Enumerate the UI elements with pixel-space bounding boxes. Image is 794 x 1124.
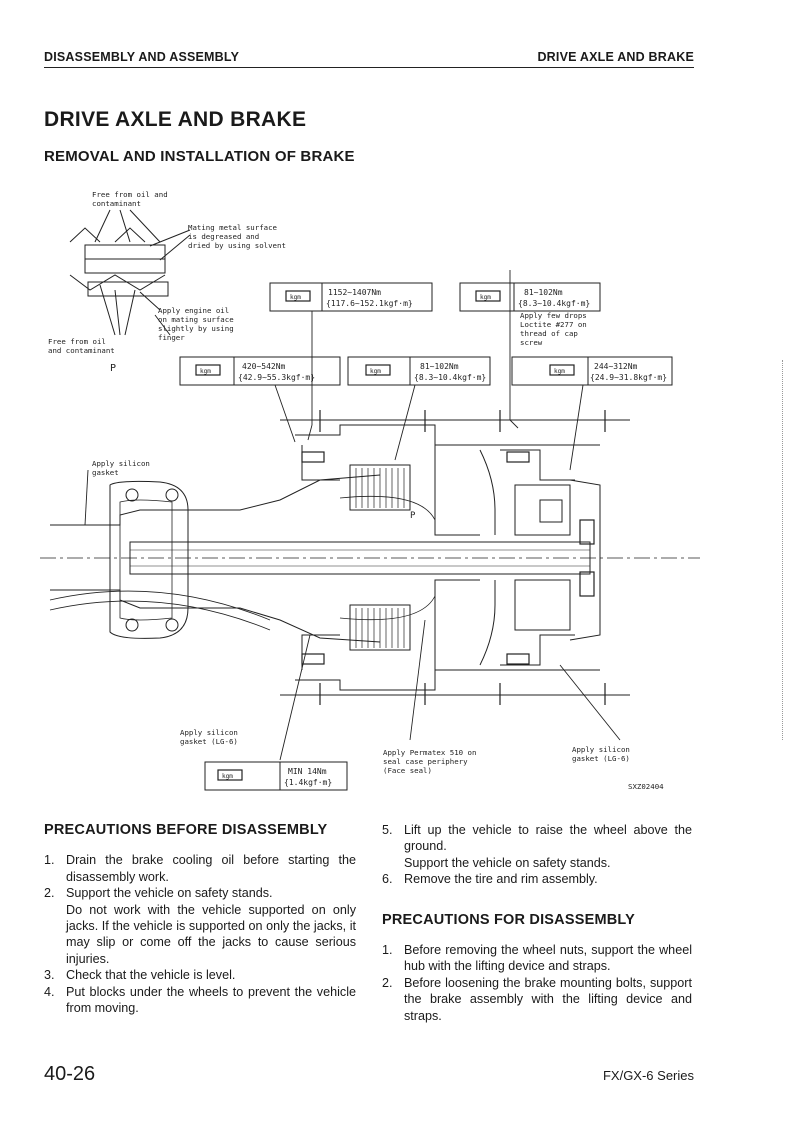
heading-for-disassembly: PRECAUTIONS FOR DISASSEMBLY <box>382 911 636 928</box>
series-name: FX/GX-6 Series <box>602 1068 694 1083</box>
item-text: Remove the tire and rim assembly. <box>404 872 598 887</box>
label-p-mid: P <box>410 511 416 521</box>
list-item: 3. Check that the vehicle is level. <box>44 967 356 983</box>
heading-before-disassembly: PRECAUTIONS BEFORE DISASSEMBLY <box>44 822 328 838</box>
torque-1-kgf: {117.6~152.1kgf·m} <box>326 299 413 308</box>
torque-5-kgf: {24.9~31.8kgf·m} <box>590 373 667 382</box>
torque-tag-1: kgm <box>290 294 301 301</box>
item-number: 2. <box>382 975 393 990</box>
torque-tag-3: kgm <box>200 368 211 375</box>
torque-4-nm: 81~102Nm <box>420 362 459 371</box>
torque-box-frames <box>179 282 673 791</box>
label-silicon-bottom-2: gasket (LG-6) <box>180 737 238 746</box>
label-silicon-right-1: Apply silicon <box>572 745 630 754</box>
page-title: DRIVE AXLE AND BRAKE <box>44 108 307 131</box>
label-free-oil-bottom-1: Free from oil <box>48 337 106 346</box>
item-text-sub: Support the vehicle on safety stands. <box>404 855 611 870</box>
label-loctite-4: screw <box>520 338 543 347</box>
figure-labels: Free from oil and contaminant Mating met… <box>48 190 664 791</box>
list-item: 2. Before loosening the brake mounting b… <box>382 975 692 1024</box>
figure-code: SXZ02404 <box>628 782 664 791</box>
item-number: 4. <box>44 984 55 999</box>
torque-3-nm: 420~542Nm <box>242 362 286 371</box>
list-item: 2. Support the vehicle on safety stands.… <box>44 885 356 967</box>
label-engine-oil-1: Apply engine oil <box>158 306 229 315</box>
torque-6-kgf: {1.4kgf·m} <box>284 778 332 787</box>
torque-values: kgm 1152~1407Nm {117.6~152.1kgf·m} kgm 8… <box>200 288 667 787</box>
brake-assembly-diagram: Free from oil and contaminant Mating met… <box>40 190 700 791</box>
item-text: Support the vehicle on safety stands. <box>66 886 273 901</box>
label-mating-metal-3: dried by using solvent <box>188 241 286 250</box>
header-rule <box>44 67 694 68</box>
left-column: PRECAUTIONS BEFORE DISASSEMBLY 1. Drain … <box>44 822 356 1016</box>
item-number: 1. <box>44 853 55 868</box>
right-column: 5. Lift up the vehicle to raise the whee… <box>382 822 692 1024</box>
item-warning-text: Do not work with the vehicle supported o… <box>66 902 356 966</box>
leader-lines <box>84 270 621 761</box>
label-loctite-2: Loctite #277 on <box>520 320 587 329</box>
precautions-continued-list: 5. Lift up the vehicle to raise the whee… <box>382 822 692 888</box>
list-item: 1. Drain the brake cooling oil before st… <box>44 852 356 885</box>
torque-6-nm: MIN 14Nm <box>288 767 327 776</box>
label-free-oil-bottom-2: and contaminant <box>48 346 115 355</box>
label-free-oil-top-1: Free from oil and <box>92 190 168 199</box>
item-text: Before loosening the brake mounting bolt… <box>404 975 692 1023</box>
label-mating-metal-2: is degreased and <box>188 232 259 241</box>
torque-tag-6: kgm <box>222 773 233 780</box>
label-silicon-left-2: gasket <box>92 468 119 477</box>
torque-5-nm: 244~312Nm <box>594 362 638 371</box>
label-permatex-2: seal case periphery <box>383 757 468 766</box>
label-free-oil-top-2: contaminant <box>92 199 141 208</box>
list-item: 5. Lift up the vehicle to raise the whee… <box>382 822 692 871</box>
scan-edge-marks <box>782 360 784 740</box>
item-number: 3. <box>44 968 55 983</box>
label-mating-metal-1: Mating metal surface <box>188 223 278 232</box>
running-header: DISASSEMBLY AND ASSEMBLY DRIVE AXLE AND … <box>44 50 694 68</box>
label-engine-oil-3: slightly by using <box>158 324 234 333</box>
list-item: 4. Put blocks under the wheels to preven… <box>44 984 356 1017</box>
label-permatex-1: Apply Permatex 510 on <box>383 748 476 757</box>
label-silicon-right-2: gasket (LG-6) <box>572 754 630 763</box>
item-number: 5. <box>382 823 393 837</box>
wrench-icons <box>195 290 575 781</box>
precautions-before-list: 1. Drain the brake cooling oil before st… <box>44 852 356 1016</box>
label-loctite-3: thread of cap <box>520 329 578 338</box>
label-silicon-bottom-1: Apply silicon <box>180 728 238 737</box>
axle-cross-section <box>40 410 700 705</box>
label-engine-oil-2: on mating surface <box>158 315 234 324</box>
torque-4-kgf: {8.3~10.4kgf·m} <box>414 373 486 382</box>
header-section: DISASSEMBLY AND ASSEMBLY <box>44 50 240 64</box>
torque-tag-5: kgm <box>554 368 565 375</box>
page-number: 40-26 <box>44 1063 96 1085</box>
precautions-for-list: 1. Before removing the wheel nuts, suppo… <box>382 942 692 1024</box>
page-subtitle: REMOVAL AND INSTALLATION OF BRAKE <box>44 148 355 165</box>
label-loctite-1: Apply few drops <box>520 311 587 320</box>
item-text: Drain the brake cooling oil before start… <box>66 853 356 884</box>
seal-detail-sketch <box>69 209 191 336</box>
item-number: 1. <box>382 943 393 958</box>
torque-3-kgf: {42.9~55.3kgf·m} <box>238 373 315 382</box>
label-p-left: P <box>110 363 116 374</box>
header-chapter: DRIVE AXLE AND BRAKE <box>537 50 694 64</box>
item-number: 6. <box>382 872 393 887</box>
label-silicon-left-1: Apply silicon <box>92 459 150 468</box>
item-text: Before removing the wheel nuts, support … <box>404 943 692 974</box>
label-permatex-3: (Face seal) <box>383 766 432 775</box>
item-text: Lift up the vehicle to raise the wheel a… <box>404 823 692 854</box>
torque-tag-4: kgm <box>370 368 381 375</box>
item-number: 2. <box>44 886 55 901</box>
label-engine-oil-4: finger <box>158 333 185 342</box>
list-item: 1. Before removing the wheel nuts, suppo… <box>382 942 692 975</box>
torque-2-nm: 81~102Nm <box>524 288 563 297</box>
item-text: Check that the vehicle is level. <box>66 968 236 983</box>
torque-2-kgf: {8.3~10.4kgf·m} <box>518 299 590 308</box>
item-text: Put blocks under the wheels to prevent t… <box>66 984 356 1016</box>
torque-1-nm: 1152~1407Nm <box>328 288 381 297</box>
list-item: 6. Remove the tire and rim assembly. <box>382 871 692 887</box>
torque-tag-2: kgm <box>480 294 491 301</box>
